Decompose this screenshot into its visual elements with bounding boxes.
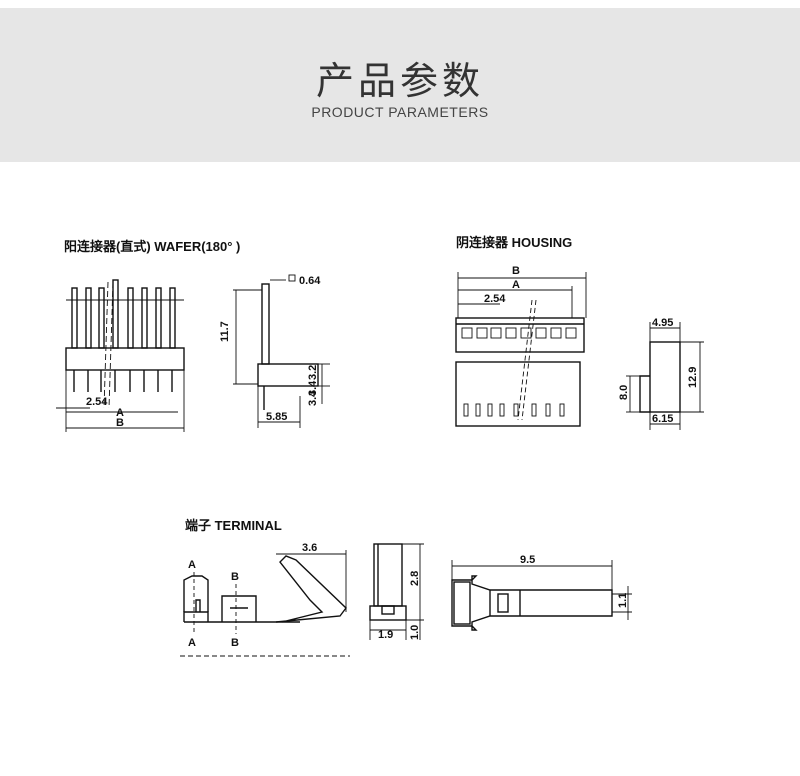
terminal-pin-label: 1.1 <box>617 593 629 608</box>
wafer-height-label: 11.7 <box>219 321 231 342</box>
terminal-w-label: 1.9 <box>378 629 393 641</box>
terminal-b-top-label: B <box>231 571 239 583</box>
terminal-curl-label: 3.6 <box>302 542 317 554</box>
wafer-a-label: A <box>116 407 124 419</box>
terminal-b-bot-label: B <box>231 637 239 649</box>
wafer-d3-label: 3.4 <box>307 390 319 406</box>
wafer-width-label: 5.85 <box>266 411 287 423</box>
wafer-b-label: B <box>116 417 124 429</box>
housing-bottom-label: 6.15 <box>652 413 673 425</box>
terminal-title: 端子 TERMINAL <box>185 518 282 533</box>
housing-front-view <box>455 272 587 427</box>
wafer-title: 阳连接器(直式) WAFER(180° ) <box>64 239 241 254</box>
housing-title: 阴连接器 HOUSING <box>456 235 573 250</box>
housing-side-label: 8.0 <box>618 385 630 400</box>
terminal-a-bot-label: A <box>188 637 196 649</box>
housing-a-label: A <box>512 279 520 291</box>
housing-height-label: 12.9 <box>687 367 699 388</box>
terminal-h-label: 2.8 <box>409 571 421 586</box>
page-subtitle: PRODUCT PARAMETERS <box>311 104 489 120</box>
wafer-d2-label: 3.4 <box>307 380 319 396</box>
wafer-pin-label: 0.64 <box>299 275 321 287</box>
terminal-gap-label: 1.0 <box>409 625 421 640</box>
wafer-d1-label: 3.2 <box>307 365 319 380</box>
terminal-top-view <box>451 560 632 631</box>
housing-b-label: B <box>512 265 520 277</box>
terminal-len-label: 9.5 <box>520 554 535 566</box>
wafer-front-view <box>56 279 185 432</box>
terminal-a-top-label: A <box>188 559 196 571</box>
terminal-end-view <box>369 543 424 640</box>
wafer-pitch-label: 2.54 <box>86 396 108 408</box>
housing-top-label: 4.95 <box>652 317 673 329</box>
header-banner: 产品参数 PRODUCT PARAMETERS <box>0 8 800 162</box>
terminal-crimp-view <box>180 550 350 657</box>
housing-side-view <box>626 322 704 430</box>
housing-pitch-label: 2.54 <box>484 293 506 305</box>
page-title: 产品参数 <box>315 59 484 103</box>
wafer-side-view <box>233 274 330 428</box>
